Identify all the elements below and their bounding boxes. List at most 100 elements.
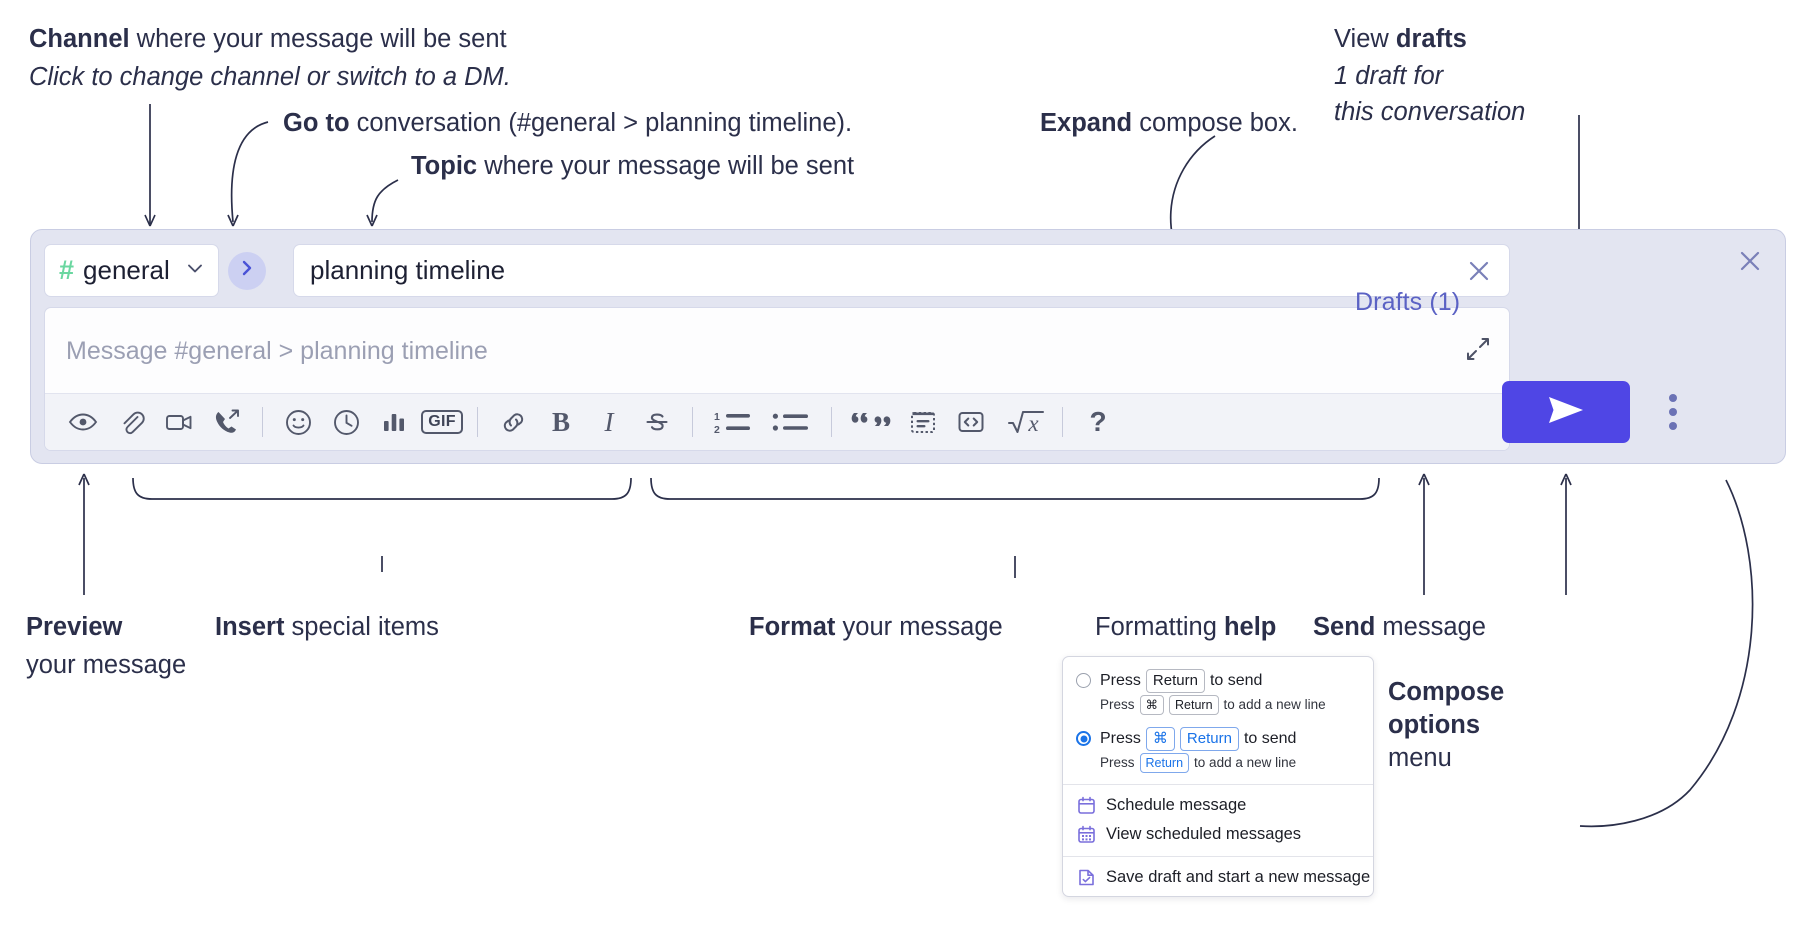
code-block-button[interactable]: [899, 400, 947, 444]
annotation-send: Send message: [1313, 611, 1486, 644]
annotation-preview: Preview your message: [26, 611, 186, 682]
menu-item-label: Schedule message: [1106, 795, 1247, 814]
annotation-channel-sub: Click to change channel or switch to a D…: [29, 63, 511, 92]
question-mark-icon: ?: [1089, 406, 1107, 437]
close-icon[interactable]: [1461, 253, 1497, 289]
send-button[interactable]: [1502, 381, 1630, 443]
annotation-preview-bold: Preview: [26, 613, 123, 641]
annotation-insert: Insert special items: [215, 611, 439, 644]
annotation-insert-rest: special items: [284, 613, 439, 641]
bold-label: B: [551, 406, 570, 437]
menu-item-view-scheduled-messages[interactable]: View scheduled messages: [1063, 820, 1373, 849]
toolbar-divider: [262, 407, 263, 437]
annotation-send-bold: Send: [1313, 613, 1376, 641]
keycap-command: ⌘: [1139, 694, 1165, 715]
annotation-drafts-bold: drafts: [1395, 25, 1467, 53]
option-post: to send: [1243, 729, 1297, 747]
send-option-cmd-return[interactable]: Press ⌘ Return to send: [1063, 719, 1373, 753]
send-icon: [1544, 391, 1588, 434]
annotation-goto-bold: Go to: [283, 109, 350, 137]
annotation-drafts-sub2: this conversation: [1334, 98, 1526, 127]
hash-icon: #: [59, 255, 75, 285]
option-post: to send: [1209, 671, 1263, 689]
topic-value: planning timeline: [310, 255, 506, 285]
keycap-return: Return: [1169, 694, 1219, 715]
annotation-goto: Go to conversation (#general > planning …: [283, 107, 852, 140]
menu-item-label: Save draft and start a new message: [1106, 867, 1371, 886]
go-to-conversation-button[interactable]: [227, 251, 266, 290]
formatting-help-button[interactable]: ?: [1074, 400, 1122, 444]
kebab-dot: [1669, 422, 1677, 430]
menu-item-save-draft[interactable]: Save draft and start a new message: [1063, 863, 1373, 892]
annotation-format-rest: your message: [835, 613, 1003, 641]
send-option-return[interactable]: Press Return to send: [1063, 665, 1373, 695]
keycap-command: ⌘: [1145, 726, 1175, 751]
compose-panel: # general planning timeline Message #gen…: [30, 229, 1786, 464]
poll-button[interactable]: [370, 400, 418, 444]
video-clip-button[interactable]: [155, 400, 203, 444]
preview-button[interactable]: [59, 400, 107, 444]
annotation-insert-bold: Insert: [215, 613, 285, 641]
svg-text:2: 2: [714, 424, 720, 436]
send-option-return-sub: Press ⌘ Return to add a new line: [1063, 694, 1373, 719]
gif-button[interactable]: GIF: [418, 400, 466, 444]
annotation-drafts-sub1: 1 draft for: [1334, 62, 1444, 91]
emoji-button[interactable]: [274, 400, 322, 444]
annotation-channel: Channel where your message will be sent …: [29, 23, 511, 94]
toolbar-divider: [692, 407, 693, 437]
bold-button[interactable]: B: [537, 400, 585, 444]
send-option-return-label: Press Return to send: [1100, 669, 1262, 693]
formatting-toolbar: GIF B I: [45, 393, 1509, 450]
kebab-dot: [1669, 408, 1677, 416]
sub-post: to add a new line: [1223, 697, 1326, 713]
sub-pre: Press: [1100, 697, 1135, 713]
radio-button[interactable]: [1076, 731, 1091, 747]
conversation-selector-row: # general: [44, 244, 275, 297]
audio-clip-button[interactable]: [203, 400, 251, 444]
attach-button[interactable]: [107, 400, 155, 444]
code-button[interactable]: [947, 400, 995, 444]
italic-label: I: [604, 406, 614, 437]
toolbar-divider: [1062, 407, 1063, 437]
bulleted-list-button[interactable]: [762, 400, 820, 444]
radio-button[interactable]: [1076, 673, 1091, 689]
sub-post: to add a new line: [1194, 755, 1297, 771]
gif-label: GIF: [421, 410, 463, 434]
blockquote-button[interactable]: [843, 400, 899, 444]
link-button[interactable]: [489, 400, 537, 444]
menu-item-schedule-message[interactable]: Schedule message: [1063, 791, 1373, 820]
annotation-help-pre: Formatting: [1095, 613, 1224, 641]
compose-options-button[interactable]: [1655, 389, 1691, 435]
topic-input[interactable]: planning timeline: [293, 244, 1510, 297]
annotation-expand: Expand compose box.: [1040, 107, 1298, 140]
annotation-drafts: View drafts 1 draft for this conversatio…: [1334, 23, 1525, 129]
math-button[interactable]: x: [995, 400, 1051, 444]
close-icon[interactable]: [1733, 244, 1767, 278]
annotation-topic-rest: where your message will be sent: [477, 152, 855, 180]
annotation-format-bold: Format: [749, 613, 836, 641]
channel-name: general: [83, 255, 170, 285]
annotation-compose-options-l1: Compose: [1388, 678, 1505, 706]
expand-icon[interactable]: [1459, 330, 1497, 368]
clock-button[interactable]: [322, 400, 370, 444]
annotation-preview-line2: your message: [26, 651, 187, 680]
channel-selector[interactable]: # general: [44, 244, 219, 297]
chevron-down-icon: [185, 258, 205, 283]
italic-button[interactable]: I: [585, 400, 633, 444]
annotation-channel-bold: Channel: [29, 25, 130, 53]
message-input[interactable]: Message #general > planning timeline: [66, 336, 488, 365]
keycap-return: Return: [1179, 726, 1239, 751]
strikethrough-button[interactable]: [633, 400, 681, 444]
compose-options-menu: Press Return to send Press ⌘ Return to a…: [1062, 656, 1374, 897]
annotation-expand-bold: Expand: [1040, 109, 1133, 137]
calendar-grid-icon: [1077, 825, 1096, 844]
keycap-return: Return: [1145, 669, 1205, 693]
menu-divider: [1063, 783, 1373, 785]
annotation-compose-options: Compose options menu: [1388, 676, 1504, 775]
keycap-return: Return: [1139, 752, 1190, 773]
message-compose-box: Message #general > planning timeline: [44, 307, 1510, 451]
option-pre: Press: [1100, 729, 1141, 747]
drafts-link[interactable]: Drafts (1): [1355, 288, 1461, 316]
